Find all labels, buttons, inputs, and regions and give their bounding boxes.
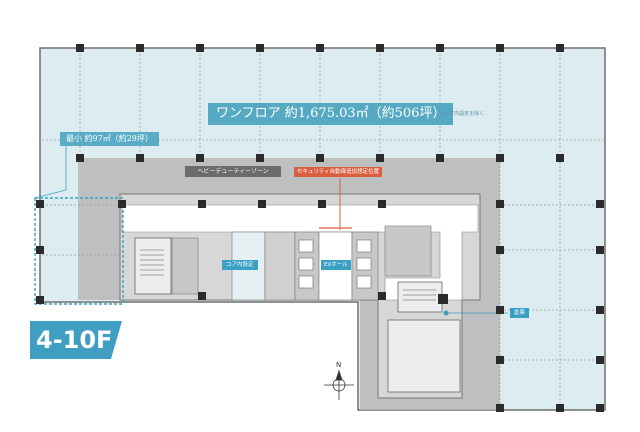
columns bbox=[36, 44, 604, 412]
room-a bbox=[171, 237, 199, 295]
storage-label: 倉庫 bbox=[510, 308, 530, 318]
storage-dot bbox=[443, 310, 449, 316]
stair-room-right bbox=[397, 281, 443, 313]
room-c bbox=[384, 225, 432, 277]
security-door-label: セキュリティ自動扉追加想定位置 bbox=[294, 167, 383, 177]
stairs bbox=[140, 249, 436, 301]
min-area-leader bbox=[34, 146, 67, 199]
compass-icon bbox=[324, 369, 354, 400]
ev-hall-label: EVホール bbox=[321, 260, 351, 270]
heavy-duty-zone-label: ヘビーデューティーゾーン bbox=[185, 166, 281, 177]
stair-room-left bbox=[134, 237, 172, 295]
min-area-label: 最小 約97㎡（約29坪） bbox=[60, 132, 159, 146]
room-b bbox=[264, 231, 296, 301]
core-setting-label: コア内設定 bbox=[222, 260, 258, 270]
floor-area-note: ※コア内設定を除く bbox=[440, 111, 485, 117]
floor-badge: 4-10F bbox=[30, 321, 122, 359]
compass-north-label: N bbox=[336, 361, 342, 369]
elevators bbox=[298, 239, 372, 289]
restroom-block bbox=[387, 319, 461, 393]
floor-area-label: ワンフロア 約1,675.03㎡（約506坪） bbox=[208, 103, 454, 125]
min-area-outline bbox=[34, 197, 124, 305]
